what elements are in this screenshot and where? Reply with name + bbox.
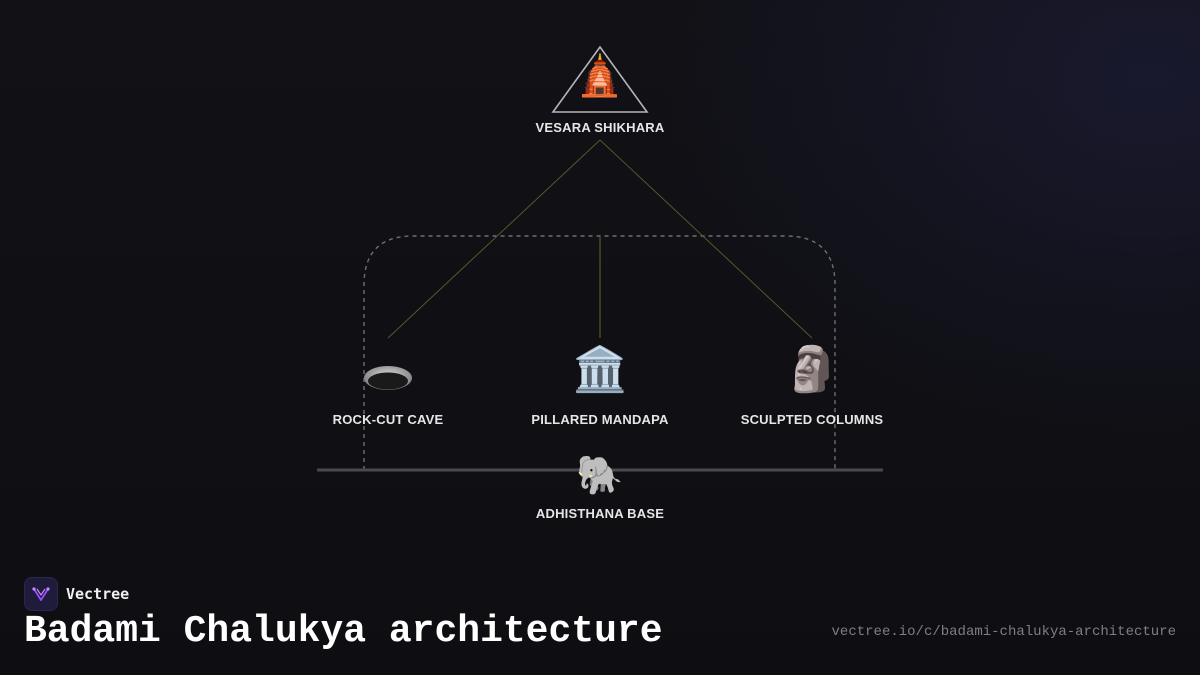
brand: Vectree xyxy=(24,577,129,611)
brand-name: Vectree xyxy=(66,585,130,603)
node-label-sculpted-columns: SCULPTED COLUMNS xyxy=(740,412,884,427)
classical-building-icon: 🏛️ xyxy=(572,344,628,395)
cave-icon xyxy=(364,366,412,390)
vectree-logo-icon xyxy=(24,577,58,611)
node-label-adhisthana-base: ADHISTHANA BASE xyxy=(535,506,665,521)
elephant-icon: 🐘 xyxy=(576,453,624,497)
node-label-rock-cut-cave: ROCK-CUT CAVE xyxy=(332,412,444,427)
connector-to-left xyxy=(387,139,601,339)
source-url[interactable]: vectree.io/c/badami-chalukya-architectur… xyxy=(831,624,1176,640)
top-node-triangle xyxy=(551,45,649,113)
node-label-vesara-shikhara: VESARA SHIKHARA xyxy=(535,120,665,135)
connector-to-right xyxy=(599,139,813,339)
moai-statue-icon: 🗿 xyxy=(784,344,840,395)
page-title: Badami Chalukya architecture xyxy=(24,610,663,653)
node-label-pillared-mandapa: PILLARED MANDAPA xyxy=(531,412,669,427)
temple-icon: 🛕 xyxy=(575,53,625,99)
